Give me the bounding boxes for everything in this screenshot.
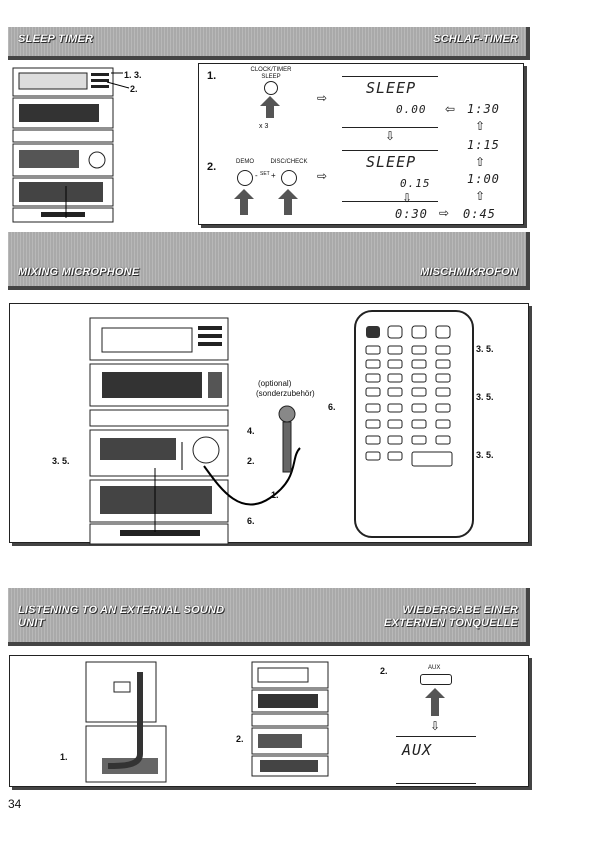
minus-sign: - — [255, 171, 258, 180]
callout-1-3: 1. 3. — [124, 70, 142, 80]
step-2: 2. — [380, 666, 388, 676]
section-header-sleep-timer: SLEEP TIMER SCHLAF-TIMER — [8, 27, 530, 60]
press-arrow-icon — [425, 688, 445, 716]
external-sound-panel: 1. 2. 2. AUX ⇩ AUX — [9, 655, 529, 787]
step-1: 1. — [207, 70, 217, 82]
press-arrow-icon — [278, 189, 298, 215]
arrow-down: ⇩ — [430, 719, 441, 733]
set-label: SET — [260, 171, 270, 177]
arrow-up-3: ⇧ — [475, 189, 486, 203]
remote-buttons — [365, 325, 453, 467]
lcd-display-1: SLEEP 0.00 — [342, 76, 438, 128]
aux-button-label: AUX — [428, 665, 441, 671]
arrow-left: ⇦ — [445, 102, 456, 116]
callout-6: 6. — [247, 516, 255, 526]
demo-label: DEMO — [236, 159, 254, 165]
seq-0-45: 0:45 — [463, 207, 496, 221]
section-title-de: MISCHMIKROFON — [420, 266, 518, 278]
disc-check-button[interactable] — [281, 170, 297, 186]
stereo-illustration-sleep — [11, 67, 130, 224]
aux-button[interactable] — [420, 674, 452, 685]
arrow-up-1: ⇧ — [475, 119, 486, 133]
remote-callout-3-5b: 3. 5. — [476, 392, 494, 402]
remote-control — [354, 310, 474, 538]
callout-2: 2. — [130, 84, 138, 94]
stereo-front-illustration — [251, 661, 329, 777]
seq-1-30: 1:30 — [467, 102, 500, 116]
optional-label: (optional) — [258, 379, 292, 388]
lcd-time: 0.15 — [400, 177, 431, 190]
mixing-microphone-panel: (optional) (sonderzubehör) 4. 3. 5. 2. 1… — [9, 303, 529, 545]
sleep-timer-panel: 1. CLOCK/TIMER SLEEP x 3 ⇨ SLEEP 0.00 ⇦ … — [198, 63, 524, 225]
arrow-right-1: ⇨ — [317, 91, 328, 105]
optional-label-de: (sonderzubehör) — [256, 389, 315, 398]
press-arrow-icon — [260, 96, 280, 118]
disc-check-label: DISC/CHECK — [270, 159, 308, 165]
lcd-aux-text: AUX — [402, 741, 433, 759]
callout-2: 2. — [236, 734, 244, 744]
callout-1: 1. — [271, 490, 279, 500]
lcd-display-2: SLEEP 0.15 — [342, 150, 438, 202]
stereo-illustration-mic — [89, 317, 301, 545]
arrow-right-3: ⇨ — [439, 206, 450, 220]
section-header-mixing-microphone: MIXING MICROPHONE MISCHMIKROFON — [8, 232, 530, 290]
section-title-en: SLEEP TIMER — [18, 33, 94, 45]
clock-sleep-button[interactable] — [264, 81, 278, 95]
demo-button[interactable] — [237, 170, 253, 186]
plus-sign: + — [271, 171, 276, 180]
arrow-down-1: ⇩ — [385, 129, 396, 143]
lcd-sleep-text: SLEEP — [366, 79, 417, 97]
arrow-down-2: ⇩ — [402, 191, 413, 205]
arrow-right-2: ⇨ — [317, 169, 328, 183]
section-title-de: WIEDERGABE EINER EXTERNEN TONQUELLE — [383, 604, 518, 629]
seq-1-00: 1:00 — [467, 172, 500, 186]
remote-callout-3-5c: 3. 5. — [476, 450, 494, 460]
remote-callout-6: 6. — [328, 402, 336, 412]
lcd-display-aux: AUX — [396, 736, 476, 784]
lcd-time: 0.00 — [396, 103, 427, 116]
press-times: x 3 — [259, 123, 269, 130]
section-title-en: LISTENING TO AN EXTERNAL SOUND UNIT — [18, 604, 225, 629]
section-title-de: SCHLAF-TIMER — [433, 33, 518, 45]
callout-3-5: 3. 5. — [52, 456, 70, 466]
step-2: 2. — [207, 161, 217, 173]
callout-1: 1. — [60, 752, 68, 762]
page-number: 34 — [8, 797, 22, 811]
microphone-icon — [278, 405, 296, 473]
clock-sleep-label: CLOCK/TIMER SLEEP — [250, 67, 292, 80]
stereo-rear-illustration — [85, 661, 167, 783]
section-title-en: MIXING MICROPHONE — [18, 266, 140, 278]
arrow-up-2: ⇧ — [475, 155, 486, 169]
press-arrow-icon — [234, 189, 254, 215]
callout-2: 2. — [247, 456, 255, 466]
remote-callout-3-5a: 3. 5. — [476, 344, 494, 354]
section-header-external-sound: LISTENING TO AN EXTERNAL SOUND UNIT WIED… — [8, 588, 530, 646]
callout-4: 4. — [247, 426, 255, 436]
lcd-sleep-text: SLEEP — [366, 153, 417, 171]
seq-1-15: 1:15 — [467, 138, 500, 152]
seq-0-30: 0:30 — [395, 207, 428, 221]
